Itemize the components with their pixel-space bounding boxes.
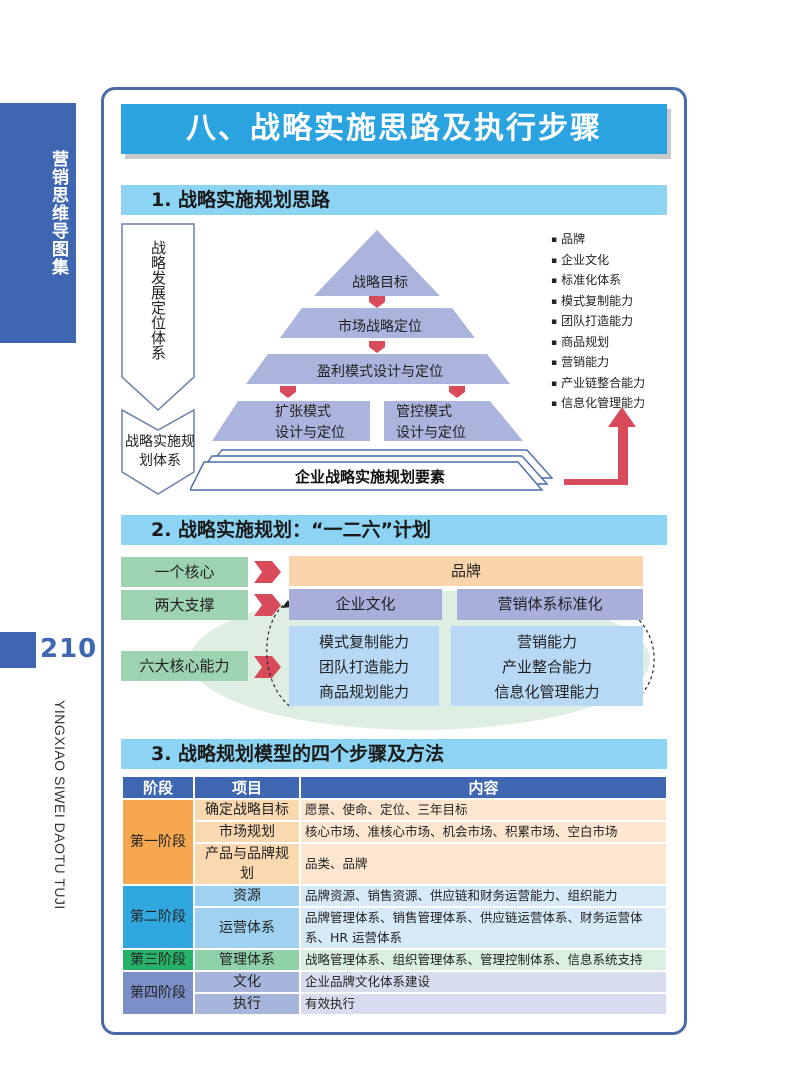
pyramid-level2: 市场战略定位 bbox=[338, 319, 422, 335]
section3-heading: 3. 战略规划模型的四个步骤及方法 bbox=[121, 739, 667, 769]
column-header: 内容 bbox=[299, 775, 668, 800]
abilities-right-box: 营销能力产业整合能力信息化管理能力 bbox=[451, 626, 643, 706]
list-item: 信息化管理能力 bbox=[551, 394, 645, 415]
content-cell: 愿景、使命、定位、三年目标 bbox=[299, 798, 668, 822]
support-box-culture: 企业文化 bbox=[289, 589, 442, 620]
label-two-supports: 两大支撑 bbox=[121, 590, 248, 620]
table-row: 产品与品牌规划 品类、品牌 bbox=[122, 842, 668, 886]
item-cell: 运营体系 bbox=[193, 906, 301, 950]
four-stages-table: 阶段 项目 内容 第一阶段 确定战略目标 愿景、使命、定位、三年目标 市场规划 … bbox=[121, 775, 668, 1016]
pyramid-level3: 盈利模式设计与定位 bbox=[317, 364, 443, 380]
pyramid-base: 企业战略实施规划要素 bbox=[294, 468, 445, 486]
pyramid-level4-left: 扩张模式设计与定位 bbox=[275, 404, 345, 441]
arrow-label-bottom: 战略实施规划体系 bbox=[125, 434, 195, 469]
pyramid-diagram bbox=[190, 230, 554, 491]
list-item: 产业链整合能力 bbox=[551, 374, 645, 395]
stage-cell: 第三阶段 bbox=[121, 948, 195, 972]
label-six-abilities: 六大核心能力 bbox=[121, 651, 248, 681]
stage-cell: 第四阶段 bbox=[121, 970, 195, 1016]
item-cell: 产品与品牌规划 bbox=[193, 842, 301, 886]
side-tab bbox=[0, 103, 76, 343]
chevron-right-icon bbox=[254, 594, 281, 616]
list-item: 品牌 bbox=[551, 230, 645, 251]
label-one-core: 一个核心 bbox=[121, 557, 248, 587]
arrow-label-top: 战略发展定位体系 bbox=[149, 240, 167, 360]
section2-heading: 2. 战略实施规划：“一二六”计划 bbox=[121, 515, 667, 545]
table-row: 第二阶段 资源 品牌资源、销售资源、供应链和财务运营能力、组织能力 bbox=[121, 884, 668, 950]
item-cell: 市场规划 bbox=[193, 820, 301, 844]
list-item: 团队打造能力 bbox=[551, 312, 645, 333]
pyramid-level1: 战略目标 bbox=[352, 275, 408, 291]
content-cell: 品类、品牌 bbox=[299, 842, 668, 886]
item-cell: 管理体系 bbox=[193, 948, 301, 972]
column-header: 项目 bbox=[193, 775, 301, 800]
content-cell: 战略管理体系、组织管理体系、管理控制体系、信息系统支持 bbox=[299, 948, 668, 972]
item-cell: 文化 bbox=[193, 970, 301, 994]
table-row: 运营体系 品牌管理体系、销售管理体系、供应链运营体系、财务运营体系、HR 运营体… bbox=[122, 906, 668, 950]
item-cell: 执行 bbox=[193, 992, 301, 1016]
spine-text: YINGXIAO SIWEI DAOTU TUJI bbox=[52, 700, 68, 910]
support-box-marketing: 营销体系标准化 bbox=[457, 589, 643, 620]
chevron-right-icon bbox=[254, 656, 281, 678]
abilities-left-box: 模式复制能力团队打造能力商品规划能力 bbox=[289, 626, 439, 706]
list-item: 营销能力 bbox=[551, 353, 645, 374]
page-title: 八、战略实施思路及执行步骤 bbox=[121, 104, 667, 154]
down-arrow-shapes bbox=[121, 223, 195, 495]
chevron-down-icons bbox=[280, 296, 465, 398]
up-arrow-icon bbox=[564, 407, 636, 485]
content-cell: 企业品牌文化体系建设 bbox=[299, 970, 668, 994]
table-row: 执行 有效执行 bbox=[122, 992, 668, 1016]
table-row: 市场规划 核心市场、准核心市场、机会市场、积累市场、空白市场 bbox=[122, 820, 668, 844]
content-cell: 品牌资源、销售资源、供应链和财务运营能力、组织能力 bbox=[299, 884, 668, 908]
list-item: 商品规划 bbox=[551, 333, 645, 354]
table-row: 第四阶段 文化 企业品牌文化体系建设 bbox=[121, 970, 668, 1016]
elements-list: 品牌 企业文化 标准化体系 模式复制能力 团队打造能力 商品规划 营销能力 产业… bbox=[551, 230, 645, 415]
table-row: 第一阶段 确定战略目标 愿景、使命、定位、三年目标 bbox=[121, 798, 668, 886]
content-cell: 核心市场、准核心市场、机会市场、积累市场、空白市场 bbox=[299, 820, 668, 844]
content-cell: 有效执行 bbox=[299, 992, 668, 1016]
stage-cell: 第一阶段 bbox=[121, 798, 195, 886]
page-number-bar bbox=[0, 632, 36, 668]
list-item: 企业文化 bbox=[551, 251, 645, 272]
book-title: 营销思维导图集 bbox=[48, 150, 68, 276]
item-cell: 确定战略目标 bbox=[193, 798, 301, 822]
pyramid-level4-right: 管控模式设计与定位 bbox=[396, 404, 466, 441]
column-header: 阶段 bbox=[121, 775, 195, 800]
list-item: 标准化体系 bbox=[551, 271, 645, 292]
table-header-row: 阶段 项目 内容 bbox=[121, 775, 668, 800]
chevron-right-icon bbox=[254, 561, 281, 583]
page-number: 210 bbox=[40, 634, 98, 664]
item-cell: 资源 bbox=[193, 884, 301, 908]
list-item: 模式复制能力 bbox=[551, 292, 645, 313]
section1-heading: 1. 战略实施规划思路 bbox=[121, 185, 667, 215]
content-cell: 品牌管理体系、销售管理体系、供应链运营体系、财务运营体系、HR 运营体系 bbox=[299, 906, 668, 950]
stage-cell: 第二阶段 bbox=[121, 884, 195, 950]
core-brand-box: 品牌 bbox=[289, 556, 643, 586]
table-row: 第三阶段 管理体系 战略管理体系、组织管理体系、管理控制体系、信息系统支持 bbox=[121, 948, 668, 972]
